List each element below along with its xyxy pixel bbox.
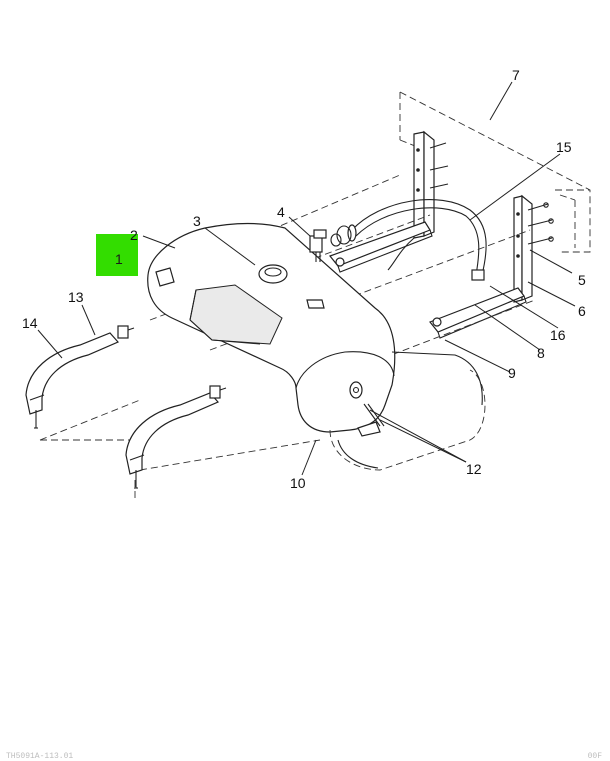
callout-5[interactable]: 5 (578, 272, 586, 288)
callout-10[interactable]: 10 (290, 475, 306, 491)
footer-right-code: 00F (587, 752, 602, 761)
leader-lines (37, 81, 576, 476)
highlight-box-item-1[interactable] (96, 234, 138, 276)
callout-7[interactable]: 7 (512, 67, 520, 83)
callout-12[interactable]: 12 (466, 461, 482, 477)
support-channel-upper (329, 221, 433, 273)
callout-13[interactable]: 13 (68, 289, 84, 305)
drain-fitting (309, 229, 327, 262)
callout-4[interactable]: 4 (277, 204, 285, 220)
fuel-tank (147, 222, 396, 433)
callout-3[interactable]: 3 (193, 213, 201, 229)
step-shield-right (125, 385, 227, 489)
page-footer: TH5091A-113.01 00F (0, 751, 610, 761)
callout-8[interactable]: 8 (537, 345, 545, 361)
lower-mounting-bracket (513, 194, 554, 303)
callout-16[interactable]: 16 (550, 327, 566, 343)
footer-left-code: TH5091A-113.01 (6, 752, 74, 761)
upper-mounting-bracket (387, 130, 449, 271)
callout-2[interactable]: 2 (130, 227, 138, 243)
support-channel-lower (429, 287, 527, 339)
callout-6[interactable]: 6 (578, 303, 586, 319)
step-shield-left (25, 325, 135, 429)
callout-15[interactable]: 15 (556, 139, 572, 155)
lower-tank-section (329, 351, 486, 471)
fuel-lines (357, 403, 385, 437)
callout-14[interactable]: 14 (22, 315, 38, 331)
callout-labels: 1 2 3 4 5 6 7 8 9 10 12 13 14 15 16 (22, 67, 586, 491)
tank-strap-upper (347, 199, 487, 281)
callout-9[interactable]: 9 (508, 365, 516, 381)
callout-1[interactable]: 1 (115, 251, 123, 267)
